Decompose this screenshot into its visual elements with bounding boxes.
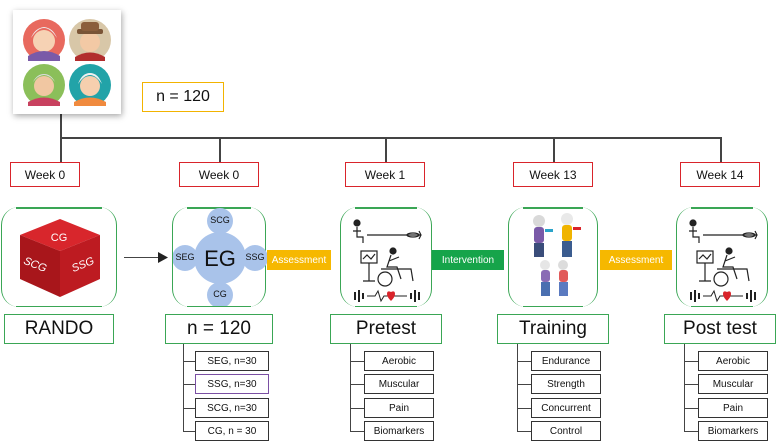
heartbeat-icon <box>690 289 756 303</box>
list-item-group: CG, n = 30 <box>195 421 269 441</box>
tree-branch <box>517 408 531 409</box>
tree-branch <box>183 408 195 409</box>
week-label-rando: Week 0 <box>10 162 80 187</box>
tree-branch <box>517 384 531 385</box>
arrow-line <box>124 257 162 258</box>
list-item-training: Concurrent <box>531 398 601 418</box>
week-label-pretest: Week 1 <box>345 162 425 187</box>
elderly-avatar-icon <box>23 19 65 61</box>
list-item-pretest: Pain <box>364 398 434 418</box>
intervention-tag: Intervention <box>432 250 504 270</box>
exercising-seniors-icon <box>533 213 581 296</box>
circle-label-left: SEG <box>175 252 195 262</box>
tree-stem-training <box>517 344 518 431</box>
dice-icon <box>20 219 100 297</box>
participants-photo <box>13 10 121 114</box>
list-item-pretest: Muscular <box>364 374 434 394</box>
circle-label-center: EG <box>204 246 236 271</box>
tree-branch <box>183 361 195 362</box>
list-item-pretest: Biomarkers <box>364 421 434 441</box>
tree-branch <box>350 431 364 432</box>
group-circles-diagram <box>173 208 267 307</box>
tree-branch <box>517 431 531 432</box>
drop-line-4 <box>553 137 555 163</box>
elderly-avatar-icon <box>69 64 111 106</box>
tree-branch <box>517 361 531 362</box>
tree-branch <box>350 408 364 409</box>
tree-branch <box>183 431 195 432</box>
circle-label-right: SSG <box>245 252 265 262</box>
tree-branch <box>350 361 364 362</box>
horizontal-bus-line <box>60 137 720 139</box>
stage-training: Training <box>497 314 609 344</box>
circle-label-top: SCG <box>210 215 230 225</box>
trunk-line <box>60 112 62 138</box>
circle-label-bottom: CG <box>213 289 227 299</box>
sample-size-box: n = 120 <box>142 82 224 112</box>
list-item-training: Strength <box>531 374 601 394</box>
list-item-posttest: Pain <box>698 398 768 418</box>
dice-label-top: CG <box>50 232 68 244</box>
drop-line-5 <box>720 137 722 163</box>
tree-stem-groups <box>183 344 184 431</box>
training-card <box>508 207 598 307</box>
tree-branch <box>350 384 364 385</box>
assessment-equipment-icon <box>689 219 758 287</box>
list-item-training: Endurance <box>531 351 601 371</box>
arrow-head-icon <box>158 252 168 263</box>
list-item-pretest: Aerobic <box>364 351 434 371</box>
drop-line-2 <box>219 137 221 163</box>
list-item-group: SEG, n=30 <box>195 351 269 371</box>
tree-stem-posttest <box>684 344 685 431</box>
assessment-tag-2: Assessment <box>600 250 672 270</box>
tree-branch <box>684 361 698 362</box>
drop-line-3 <box>385 137 387 163</box>
tree-branch <box>183 384 195 385</box>
assessment-equipment-icon <box>353 219 422 287</box>
list-item-group: SSG, n=30 <box>195 374 269 394</box>
week-label-training: Week 13 <box>513 162 593 187</box>
week-label-posttest: Week 14 <box>680 162 760 187</box>
posttest-card <box>676 207 768 307</box>
list-item-posttest: Aerobic <box>698 351 768 371</box>
tree-stem-pretest <box>350 344 351 431</box>
list-item-group: SCG, n=30 <box>195 398 269 418</box>
randomization-card: CG SCG SSG <box>1 207 117 307</box>
list-item-posttest: Biomarkers <box>698 421 768 441</box>
stage-groups: n = 120 <box>165 314 273 344</box>
tree-branch <box>684 431 698 432</box>
stage-posttest: Post test <box>664 314 776 344</box>
tree-branch <box>684 408 698 409</box>
drop-line-1 <box>60 137 62 163</box>
heartbeat-icon <box>354 289 420 303</box>
list-item-training: Control <box>531 421 601 441</box>
stage-pretest: Pretest <box>330 314 442 344</box>
stage-rando: RANDO <box>4 314 114 344</box>
groups-card: SCG SEG SSG CG EG <box>172 207 267 307</box>
list-item-posttest: Muscular <box>698 374 768 394</box>
elderly-avatar-icon <box>69 19 111 61</box>
week-label-group: Week 0 <box>179 162 259 187</box>
assessment-tag-1: Assessment <box>267 250 331 270</box>
pretest-card <box>340 207 432 307</box>
elderly-avatar-icon <box>23 64 65 106</box>
tree-branch <box>684 384 698 385</box>
